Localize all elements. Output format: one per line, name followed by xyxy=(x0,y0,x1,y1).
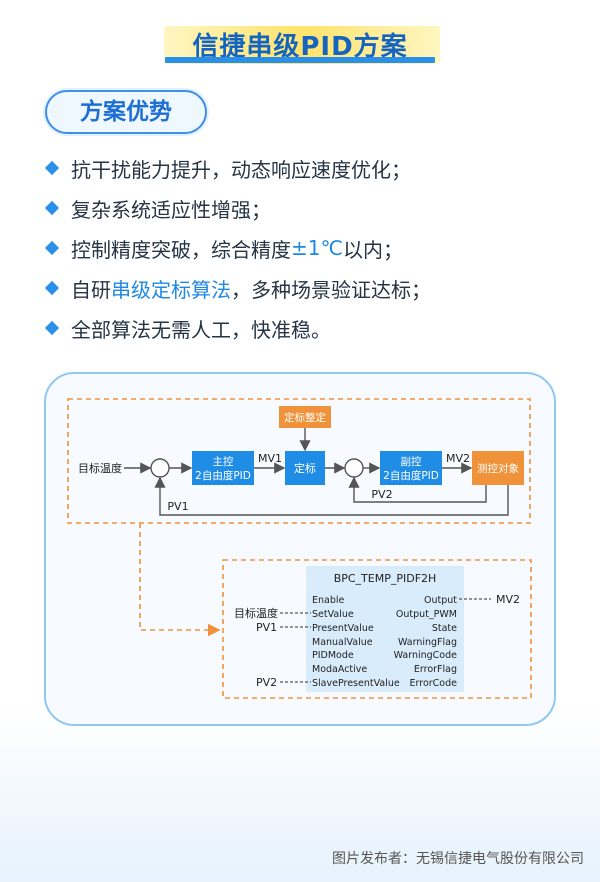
input-pin: ModaActive xyxy=(312,664,367,675)
input-pv1-label: PV1 xyxy=(256,621,277,634)
output-pin: Output_PWM xyxy=(396,609,457,620)
output-pin: Output xyxy=(424,595,457,606)
output-pin: WarningCode xyxy=(394,650,458,661)
connector-line xyxy=(139,523,221,637)
controlled-object-box xyxy=(472,451,524,485)
input-pin: SlavePresentValue xyxy=(312,678,400,689)
title-underline xyxy=(165,57,435,63)
master-sub-label: 2自由度PID xyxy=(195,469,251,482)
input-pin: PresentValue xyxy=(312,623,374,634)
list-item: 复杂系统适应性增强； xyxy=(44,188,565,228)
highlight-text: ±1℃ xyxy=(291,236,343,260)
input-pin: SetValue xyxy=(312,609,354,620)
input-pin: Enable xyxy=(312,595,345,606)
publisher-caption: 图片发布者：无锡信捷电气股份有限公司 xyxy=(332,851,584,867)
output-pin: ErrorFlag xyxy=(414,664,457,675)
output-pin: ErrorCode xyxy=(410,678,458,689)
calib-setting-label: 定标整定 xyxy=(284,411,326,424)
target-temp-label: 目标温度 xyxy=(78,461,122,475)
mv1-label: MV1 xyxy=(258,452,282,465)
list-item: 自研串级定标算法，多种场景验证达标； xyxy=(44,268,565,308)
output-mv2-label: MV2 xyxy=(496,593,520,606)
pv1-feedback-line xyxy=(154,476,509,516)
loop-frame xyxy=(67,398,531,524)
master-controller-box xyxy=(192,451,254,485)
block-frame xyxy=(222,559,532,699)
summing-junction xyxy=(344,458,364,478)
input-pv2-label: PV2 xyxy=(256,676,277,689)
diagram-panel xyxy=(44,372,556,726)
section-badge: 方案优势 xyxy=(45,90,207,134)
calib-label: 定标 xyxy=(294,461,316,475)
slave-controller-box xyxy=(380,451,442,485)
list-item: 抗干扰能力提升，动态响应速度优化； xyxy=(44,148,565,188)
output-pin: WarningFlag xyxy=(398,637,457,648)
output-pin: State xyxy=(432,623,457,634)
input-pin: PIDMode xyxy=(312,650,354,661)
object-label: 测控对象 xyxy=(477,462,519,475)
function-block xyxy=(306,566,464,692)
list-item: 全部算法无需人工，快准稳。 xyxy=(44,308,565,348)
pv2-label: PV2 xyxy=(371,488,392,501)
calib-box xyxy=(285,451,325,485)
slave-label: 副控 xyxy=(401,455,422,468)
input-pin: ManualValue xyxy=(312,637,373,648)
block-name: BPC_TEMP_PIDF2H xyxy=(334,572,437,585)
advantages-list: 抗干扰能力提升，动态响应速度优化； 复杂系统适应性增强； 控制精度突破，综合精度… xyxy=(44,148,565,348)
section-title: 方案优势 xyxy=(80,99,172,125)
mv2-label: MV2 xyxy=(446,452,470,465)
pv2-feedback-line xyxy=(348,476,487,503)
master-label: 主控 xyxy=(213,455,234,468)
summing-junction xyxy=(150,458,170,478)
pv1-label: PV1 xyxy=(167,500,188,513)
highlight-text: 串级定标算法 xyxy=(111,277,231,302)
slave-sub-label: 2自由度PID xyxy=(383,469,439,482)
calib-setting-box xyxy=(279,406,331,428)
input-target-temp-label: 目标温度 xyxy=(234,606,278,620)
